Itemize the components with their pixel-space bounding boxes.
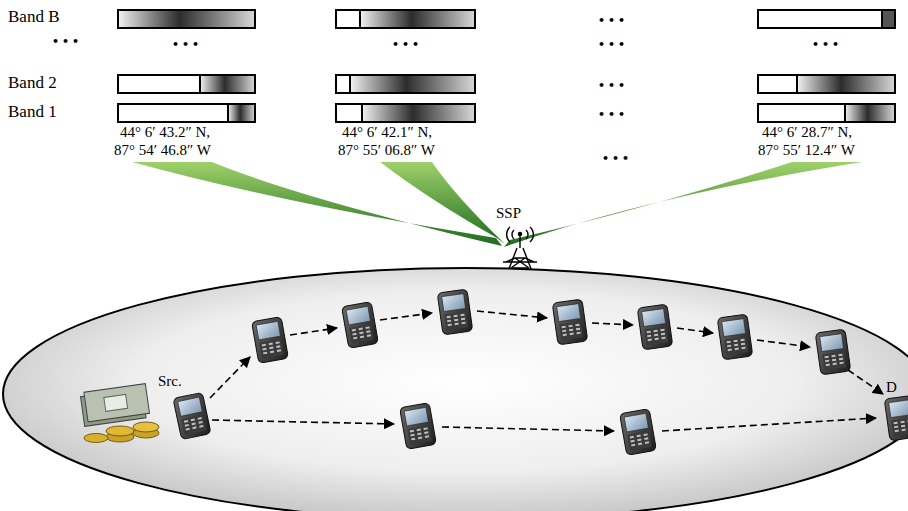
network-area xyxy=(3,268,908,511)
coordinate: 87° 55′ 12.4″ W xyxy=(758,142,855,159)
signal-beams xyxy=(132,162,862,247)
node-label: D xyxy=(886,379,897,396)
coordinate: 44° 6′ 28.7″ N, xyxy=(762,124,852,141)
band-name: Band B xyxy=(8,8,59,25)
ellipsis: ••• xyxy=(598,12,628,29)
money-icon xyxy=(80,384,159,443)
ellipsis: ••• xyxy=(392,36,422,53)
band-name: Band 1 xyxy=(8,103,57,120)
ellipsis: ••• xyxy=(598,106,628,123)
phone-node: D xyxy=(884,378,899,397)
ellipsis: ••• xyxy=(598,36,628,53)
ellipsis: ••• xyxy=(52,33,82,50)
station-name: SSP xyxy=(496,205,521,222)
node-label: Src. xyxy=(158,373,182,390)
ellipsis: ••• xyxy=(172,36,202,53)
phone-node: Src. xyxy=(156,372,184,391)
ellipsis: ••• xyxy=(598,77,628,94)
spectrum-bars xyxy=(118,10,895,122)
coordinate: 44° 6′ 43.2″ N, xyxy=(120,124,210,141)
relay-arrows xyxy=(210,311,883,431)
band-name: Band 2 xyxy=(8,74,57,91)
coordinate: 87° 54′ 46.8″ W xyxy=(114,142,211,159)
phones xyxy=(173,289,908,455)
coordinate: 87° 55′ 06.8″ W xyxy=(338,142,435,159)
coordinate: 44° 6′ 42.1″ N, xyxy=(342,124,432,141)
ellipsis: ••• xyxy=(602,150,632,167)
ellipsis: ••• xyxy=(812,36,842,53)
